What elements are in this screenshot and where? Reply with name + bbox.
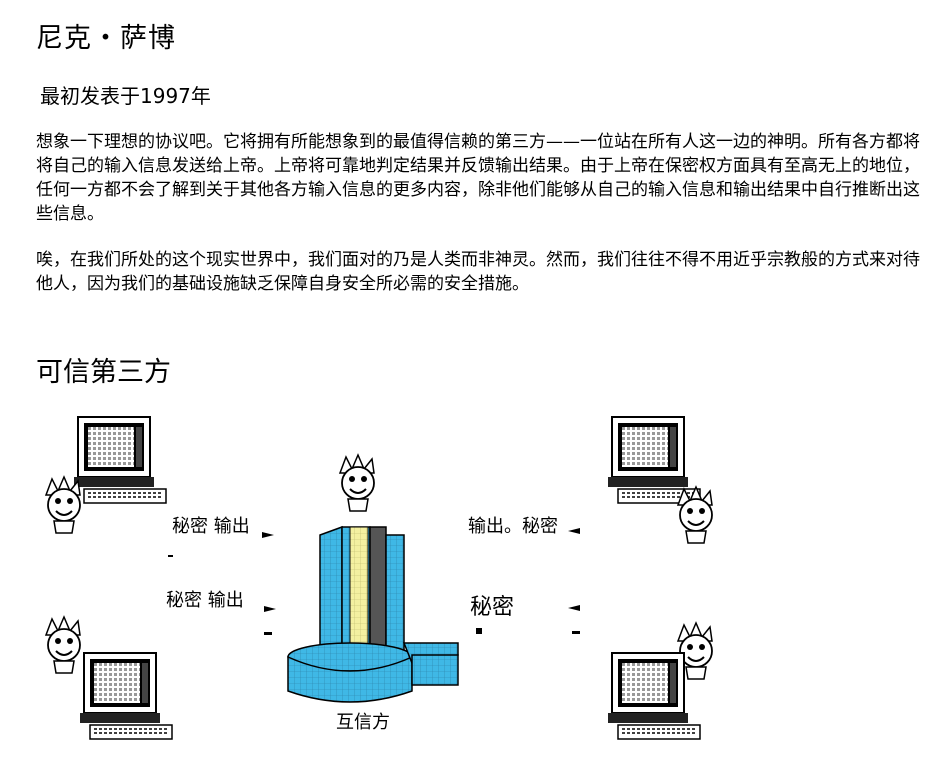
arrow-top-left-right bbox=[262, 532, 274, 538]
section-title: 可信第三方 bbox=[36, 357, 171, 388]
person-top-left-icon bbox=[45, 476, 81, 534]
trusted-tower-icon bbox=[287, 525, 459, 703]
paragraph-reality: 唉，在我们所处的这个现实世界中，我们面对的乃是人类而非神灵。然而，我们往往不得不… bbox=[36, 250, 920, 294]
label-output-secret-top-right: 输出。秘密 bbox=[468, 516, 558, 537]
arrow-top-right-left bbox=[568, 528, 580, 534]
arrow-marks bbox=[168, 528, 580, 635]
label-secret-output-mid-left: 秘密 输出 bbox=[166, 590, 244, 611]
computer-top-right-icon bbox=[607, 416, 701, 504]
label-secret-mid-right: 秘密 bbox=[470, 595, 515, 620]
arrow-right-dot bbox=[476, 628, 482, 634]
author-title: 尼克・萨博 bbox=[36, 23, 176, 54]
arrow-left-dot bbox=[168, 555, 173, 557]
computer-top-left-icon bbox=[73, 416, 167, 504]
label-trusted-party: 互信方 bbox=[336, 712, 390, 733]
arrow-mid-right-left bbox=[568, 605, 580, 611]
paragraph-ideal-protocol: 想象一下理想的协议吧。它将拥有所能想象到的最值得信赖的第三方——一位站在所有人这… bbox=[36, 132, 920, 224]
person-top-right-icon bbox=[677, 486, 713, 544]
arrow-bottom-right-stub bbox=[572, 631, 580, 634]
computer-bottom-right-icon bbox=[607, 652, 701, 740]
person-center-icon bbox=[339, 454, 375, 512]
publication-note: 最初发表于1997年 bbox=[40, 84, 211, 108]
trusted-third-party-diagram: 秘密 输出 秘密 输出 输出。秘密 秘密 互信方 bbox=[0, 395, 951, 757]
arrow-mid-left-right bbox=[264, 606, 276, 612]
diagram-svg bbox=[45, 416, 713, 740]
computer-bottom-left-icon bbox=[79, 652, 173, 740]
arrow-bottom-left-stub bbox=[264, 632, 272, 635]
person-bottom-left-icon bbox=[45, 616, 81, 674]
label-secret-output-top-left: 秘密 输出 bbox=[172, 516, 250, 537]
